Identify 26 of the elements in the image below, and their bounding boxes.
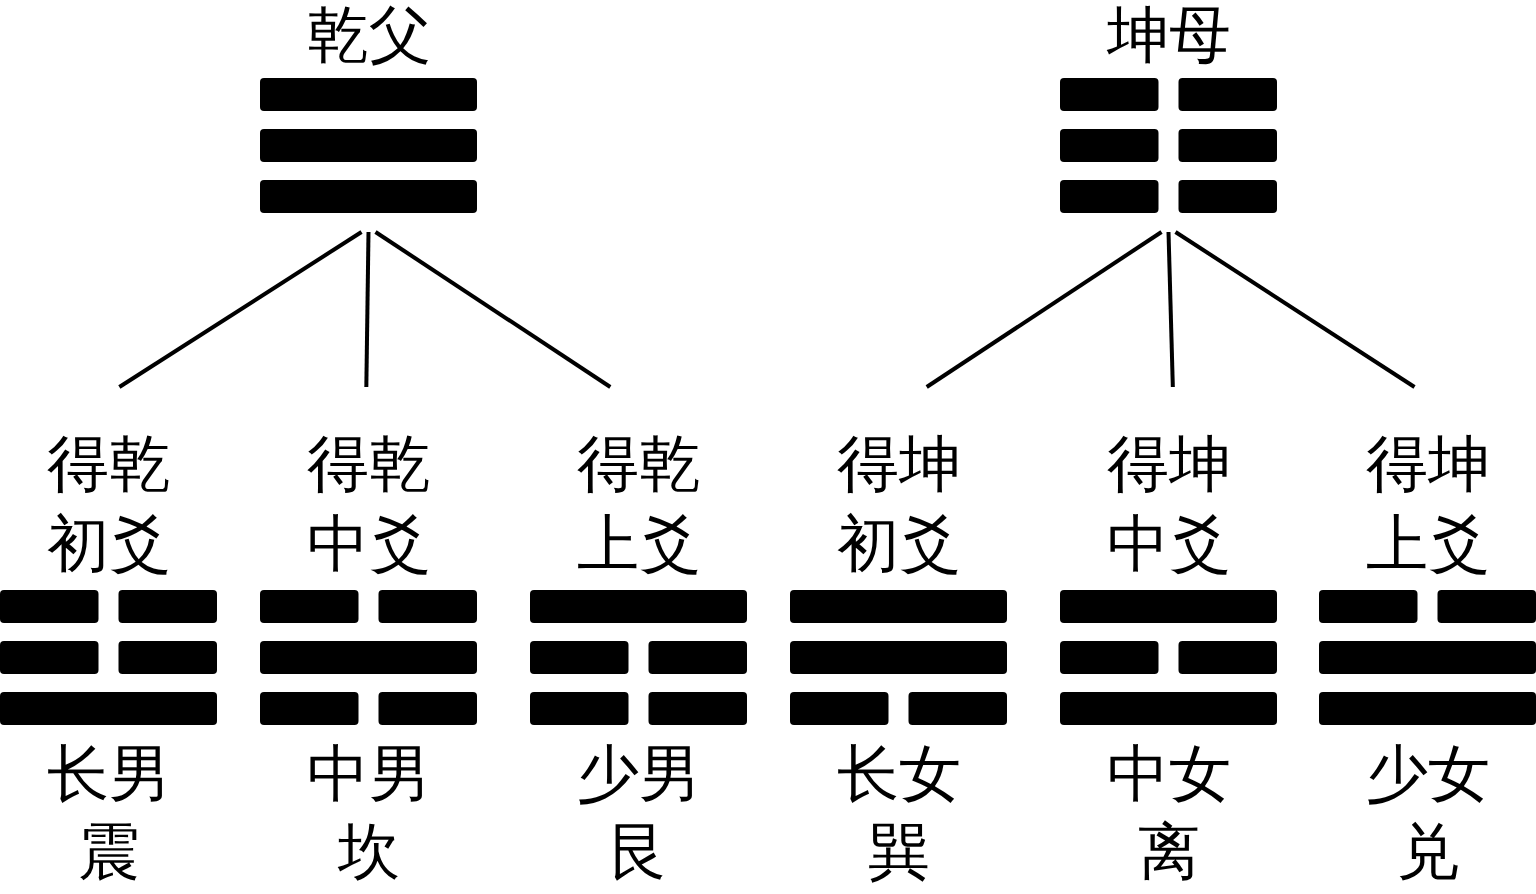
role-text: 中男 [306, 736, 431, 812]
heading-text: 得坤初爻 [835, 426, 962, 582]
connector-line [1174, 230, 1416, 389]
role-text: 中女 [1106, 736, 1231, 812]
connector-line [925, 230, 1163, 389]
heading-text: 坤母 [1106, 0, 1231, 70]
trigram-name-text: 艮 [607, 814, 670, 890]
heading-text: 得乾上爻 [575, 426, 702, 582]
trigram-name-text: 离 [1137, 814, 1200, 890]
trigram-name-text: 坎 [337, 814, 400, 890]
connector-line [364, 231, 371, 388]
heading-text: 得乾中爻 [305, 426, 432, 582]
connector-line [374, 230, 612, 389]
heading-text: 得坤中爻 [1105, 426, 1232, 582]
connector-line [1166, 231, 1175, 388]
heading-text: 得乾初爻 [45, 426, 172, 582]
trigram-name-text: 震 [77, 814, 140, 890]
role-text: 少男 [576, 736, 701, 812]
role-text: 长男 [46, 736, 171, 812]
connector-line [118, 230, 363, 389]
heading-text: 得坤上爻 [1364, 426, 1491, 582]
trigram-name-text: 兑 [1396, 814, 1459, 890]
role-text: 少女 [1365, 736, 1490, 812]
heading-text: 乾父 [306, 0, 431, 70]
trigram-name-text: 巽 [867, 814, 930, 890]
role-text: 长女 [836, 736, 961, 812]
